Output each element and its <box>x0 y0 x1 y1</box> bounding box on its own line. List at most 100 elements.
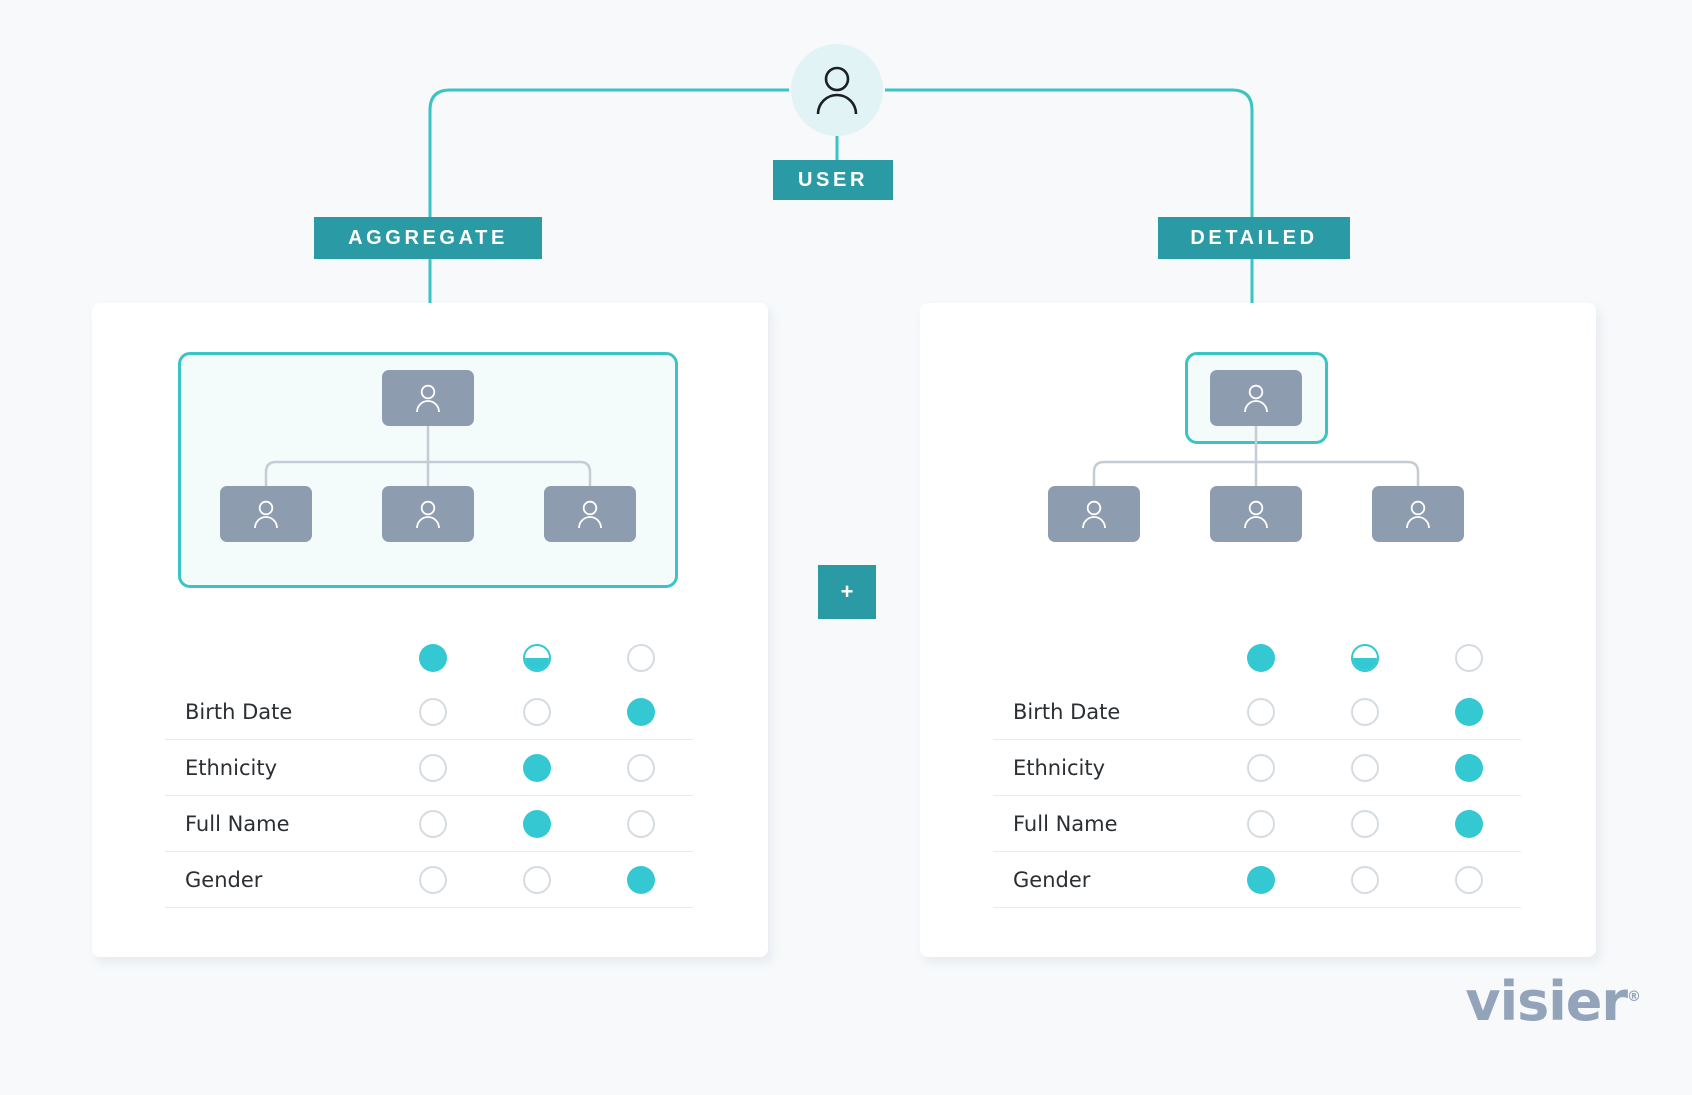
access-dot-full <box>627 865 655 894</box>
org-links-aggregate <box>264 426 592 486</box>
row-label: Gender <box>1013 867 1091 892</box>
table-row: Birth Date <box>993 684 1521 740</box>
access-dot-empty <box>1247 809 1275 838</box>
cell-2 <box>1313 697 1417 726</box>
cell-1 <box>381 809 485 838</box>
user-avatar <box>791 44 883 136</box>
cell-2 <box>485 865 589 894</box>
access-dot-full <box>523 753 551 782</box>
column-header-2 <box>1313 644 1417 672</box>
access-dot-empty <box>1455 865 1483 894</box>
cell-3 <box>589 865 693 894</box>
org-node-employee-3 <box>1372 486 1464 542</box>
table-header-row <box>993 632 1521 684</box>
org-node-manager <box>382 370 474 426</box>
access-dot-empty <box>1351 753 1379 782</box>
table-row: Ethnicity <box>993 740 1521 796</box>
access-dot-half <box>523 644 551 672</box>
table-row: Ethnicity <box>165 740 693 796</box>
access-dot-empty <box>419 865 447 894</box>
visier-logo: visier® <box>1465 970 1641 1033</box>
column-header-3 <box>589 644 693 672</box>
access-dot-empty <box>419 809 447 838</box>
badge-detailed: DETAILED <box>1158 217 1350 259</box>
cell-1 <box>381 865 485 894</box>
table-header-row <box>165 632 693 684</box>
access-dot-empty <box>1351 697 1379 726</box>
cell-1 <box>381 753 485 782</box>
person-icon <box>1406 500 1430 529</box>
badge-user: USER <box>773 160 893 200</box>
cell-3 <box>589 753 693 782</box>
access-dot-full <box>1455 697 1483 726</box>
person-icon <box>1244 500 1268 529</box>
access-dot-full <box>627 697 655 726</box>
cell-3 <box>1417 865 1521 894</box>
cell-1 <box>1209 697 1313 726</box>
registered-mark: ® <box>1627 989 1641 1005</box>
org-node-employee-2 <box>382 486 474 542</box>
person-icon <box>816 66 858 115</box>
column-header-3 <box>1417 644 1521 672</box>
access-dot-full <box>1455 753 1483 782</box>
table-row: Gender <box>993 852 1521 908</box>
cell-3 <box>589 809 693 838</box>
row-label: Full Name <box>1013 811 1118 836</box>
plus-icon: + <box>818 565 876 619</box>
access-dot-full <box>1247 865 1275 894</box>
access-dot-full <box>1247 644 1275 672</box>
access-dot-full <box>1455 809 1483 838</box>
org-chart-aggregate <box>178 350 682 590</box>
row-label: Full Name <box>185 811 290 836</box>
row-label: Ethnicity <box>1013 755 1105 780</box>
cell-2 <box>485 697 589 726</box>
table-row: Full Name <box>165 796 693 852</box>
access-dot-empty <box>1455 644 1483 672</box>
cell-2 <box>485 809 589 838</box>
org-node-employee-3 <box>544 486 636 542</box>
access-dot-full <box>419 644 447 672</box>
person-icon <box>416 384 440 413</box>
table-row: Gender <box>165 852 693 908</box>
cell-3 <box>1417 753 1521 782</box>
person-icon <box>254 500 278 529</box>
org-node-employee-1 <box>1048 486 1140 542</box>
cell-1 <box>1209 865 1313 894</box>
org-links-detailed <box>1092 426 1420 486</box>
cell-1 <box>1209 809 1313 838</box>
table-row: Full Name <box>993 796 1521 852</box>
access-dot-empty <box>1351 809 1379 838</box>
visier-wordmark: visier <box>1465 970 1628 1033</box>
column-header-2 <box>485 644 589 672</box>
access-dot-empty <box>523 697 551 726</box>
cell-2 <box>485 753 589 782</box>
column-header-1 <box>381 644 485 672</box>
access-dot-empty <box>1351 865 1379 894</box>
cell-3 <box>589 697 693 726</box>
badge-aggregate: AGGREGATE <box>314 217 542 259</box>
cell-2 <box>1313 809 1417 838</box>
row-label: Birth Date <box>1013 699 1121 724</box>
cell-1 <box>1209 753 1313 782</box>
cell-2 <box>1313 865 1417 894</box>
org-node-manager <box>1210 370 1302 426</box>
cell-3 <box>1417 697 1521 726</box>
org-node-employee-1 <box>220 486 312 542</box>
access-dot-empty <box>1247 697 1275 726</box>
cell-2 <box>1313 753 1417 782</box>
org-chart-detailed <box>1006 350 1510 590</box>
access-dot-empty <box>1247 753 1275 782</box>
column-header-1 <box>1209 644 1313 672</box>
access-dot-empty <box>419 697 447 726</box>
access-dot-empty <box>627 644 655 672</box>
access-dot-empty <box>523 865 551 894</box>
cell-3 <box>1417 809 1521 838</box>
access-dot-empty <box>627 753 655 782</box>
access-dot-empty <box>419 753 447 782</box>
org-node-employee-2 <box>1210 486 1302 542</box>
row-label: Birth Date <box>185 699 293 724</box>
access-dot-full <box>523 809 551 838</box>
